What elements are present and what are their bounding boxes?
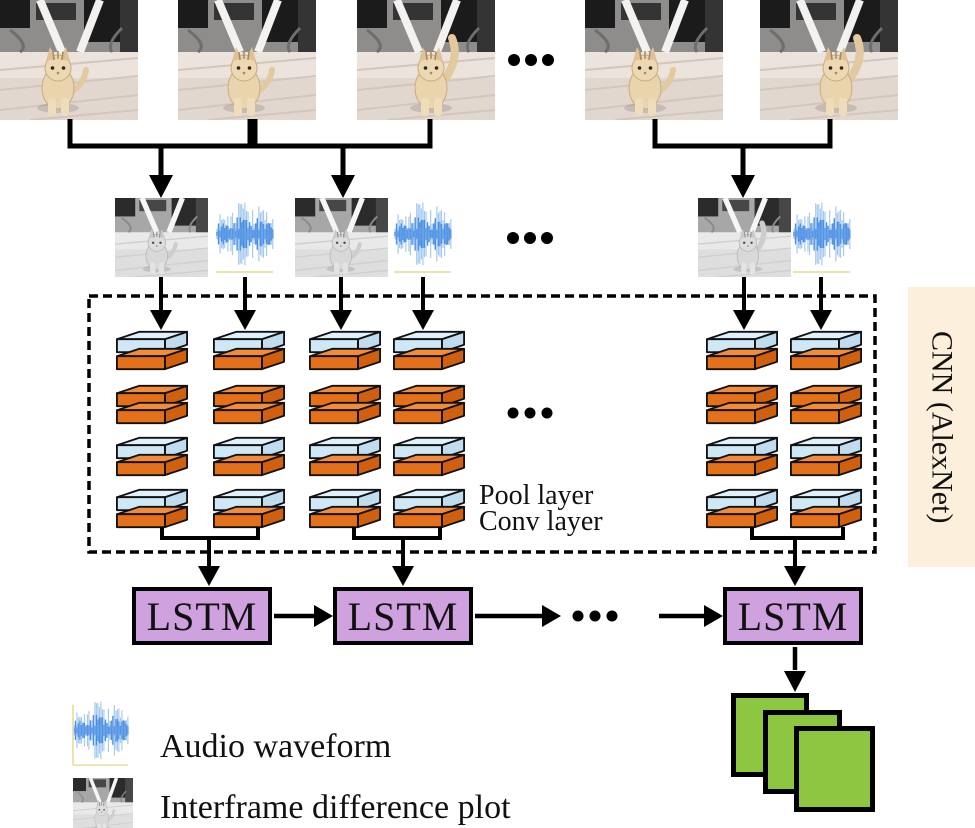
conv-layer-slab bbox=[390, 453, 468, 477]
legend-difference-label: Interframe difference plot bbox=[160, 789, 511, 826]
conv-layer-slab bbox=[390, 401, 468, 425]
conv-layer-slab bbox=[390, 347, 468, 371]
conv-layer-slab bbox=[306, 347, 384, 371]
interframe-difference-icon bbox=[73, 778, 133, 828]
video-frame bbox=[178, 0, 316, 120]
interframe-difference-image bbox=[295, 198, 388, 277]
video-frame bbox=[760, 0, 898, 120]
lstm-box-2: LSTM bbox=[333, 587, 473, 645]
audio-waveform-icon bbox=[72, 701, 130, 767]
cnn-feature-stack bbox=[210, 0, 288, 828]
conv-layer-slab bbox=[787, 347, 865, 371]
conv-layer-slab bbox=[113, 453, 191, 477]
conv-layer-slab bbox=[113, 401, 191, 425]
audio-waveform-plot bbox=[792, 202, 852, 274]
legend-audio-label: Audio waveform bbox=[160, 728, 392, 765]
ellipsis-icon bbox=[507, 232, 553, 244]
cnn-panel: CNN (AlexNet) bbox=[908, 287, 975, 567]
ellipsis-icon bbox=[572, 610, 618, 622]
audio-waveform-plot bbox=[215, 202, 275, 274]
lstm-box-3: LSTM bbox=[723, 587, 863, 645]
conv-layer-slab bbox=[306, 505, 384, 529]
video-frame bbox=[0, 0, 138, 120]
conv-layer-slab bbox=[787, 505, 865, 529]
audio-waveform-plot bbox=[393, 202, 453, 274]
cnn-panel-label: CNN (AlexNet) bbox=[925, 330, 959, 524]
lstm-label: LSTM bbox=[146, 593, 258, 639]
interframe-difference-image bbox=[698, 198, 791, 277]
conv-layer-slab bbox=[113, 347, 191, 371]
lstm-label: LSTM bbox=[737, 593, 849, 639]
conv-layer-slab bbox=[703, 347, 781, 371]
conv-layer-slab bbox=[210, 401, 288, 425]
conv-layer-slab bbox=[113, 505, 191, 529]
conv-layer-slab bbox=[390, 505, 468, 529]
conv-layer-slab bbox=[210, 505, 288, 529]
video-frame bbox=[357, 0, 495, 120]
video-frame bbox=[585, 0, 723, 120]
cnn-feature-stack bbox=[390, 0, 468, 828]
interframe-difference-image bbox=[115, 198, 208, 277]
conv-layer-slab bbox=[703, 401, 781, 425]
cnn-feature-stack bbox=[306, 0, 384, 828]
conv-layer-label: Conv layer bbox=[479, 506, 603, 537]
conv-layer-slab bbox=[703, 505, 781, 529]
output-frame-front bbox=[794, 726, 875, 812]
lstm-label: LSTM bbox=[347, 593, 459, 639]
conv-layer-slab bbox=[210, 347, 288, 371]
conv-layer-slab bbox=[306, 401, 384, 425]
conv-layer-slab bbox=[306, 453, 384, 477]
conv-layer-slab bbox=[787, 453, 865, 477]
conv-layer-slab bbox=[210, 453, 288, 477]
lstm-box-1: LSTM bbox=[132, 587, 272, 645]
conv-layer-slab bbox=[787, 401, 865, 425]
conv-layer-slab bbox=[703, 453, 781, 477]
ellipsis-icon bbox=[508, 54, 554, 66]
ellipsis-icon bbox=[507, 407, 553, 419]
